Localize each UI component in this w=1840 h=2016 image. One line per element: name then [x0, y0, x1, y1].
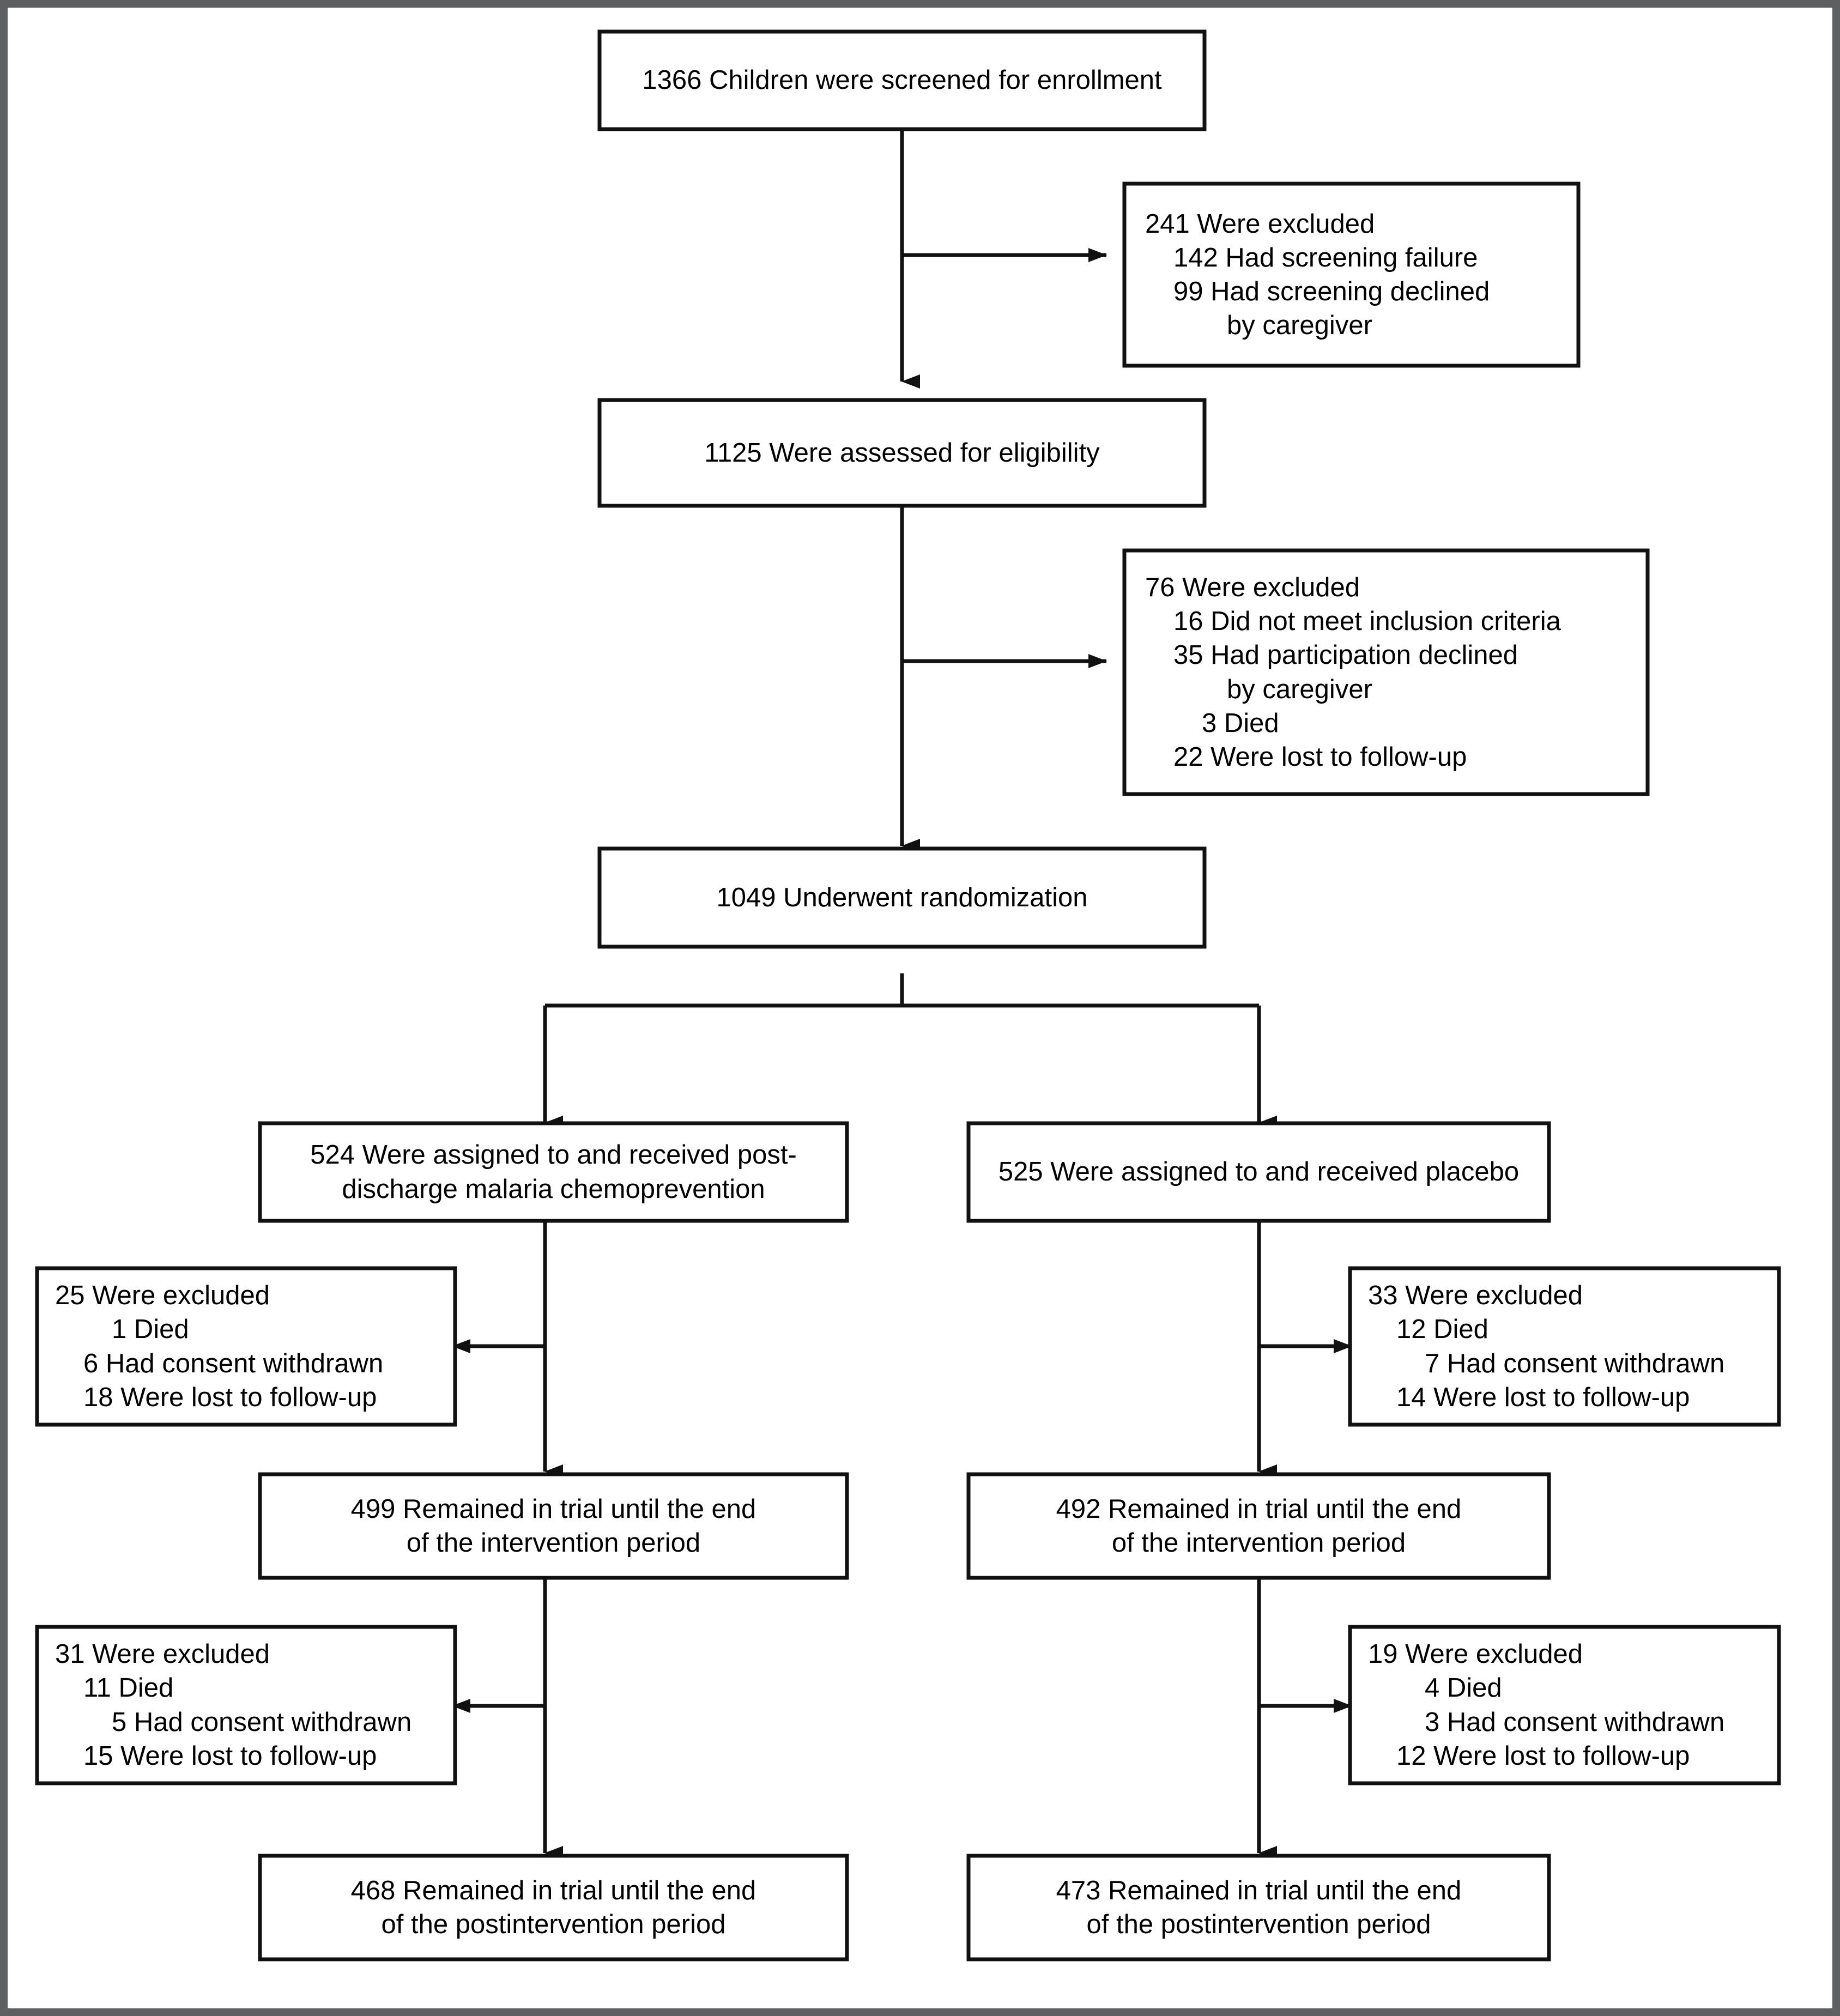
- text-line: 12 Died: [1396, 1315, 1488, 1345]
- text-line: of the postintervention period: [381, 1910, 726, 1939]
- node-randomized-box: [597, 846, 1207, 949]
- node-left-excluded-1-label: 25 Were excluded 1 Died 6 Had consent wi…: [37, 1268, 455, 1425]
- node-screened-label: 1366 Children were screened for enrollme…: [600, 32, 1205, 129]
- node-right-remained-1-label: 492 Remained in trial until the end of t…: [969, 1474, 1549, 1578]
- node-right-assigned-label: 525 Were assigned to and received placeb…: [969, 1123, 1549, 1221]
- text-line: 1049 Underwent randomization: [716, 882, 1088, 912]
- text-line: of the postintervention period: [1086, 1910, 1431, 1939]
- node-right-assigned-box: [966, 1121, 1551, 1223]
- node-assessed-box: [597, 398, 1207, 508]
- text-line: 18 Were lost to follow-up: [83, 1382, 377, 1412]
- node-excluded-eligibility-box: [1122, 548, 1650, 796]
- node-excluded-eligibility-label: 76 Were excluded 16 Did not meet inclusi…: [1124, 550, 1648, 794]
- text-line: 7 Had consent withdrawn: [1425, 1348, 1725, 1378]
- text-line: 1 Died: [112, 1315, 189, 1345]
- node-randomized-label: 1049 Underwent randomization: [600, 849, 1205, 947]
- text-line: 241 Were excluded: [1145, 209, 1375, 239]
- text-line: 5 Had consent withdrawn: [112, 1707, 412, 1737]
- node-left-assigned-label: 524 Were assigned to and received post- …: [260, 1123, 847, 1221]
- text-line: 3 Had consent withdrawn: [1425, 1707, 1725, 1737]
- node-left-remained-2-box: [258, 1854, 849, 1961]
- text-line: 4 Died: [1425, 1673, 1502, 1703]
- text-line: 12 Were lost to follow-up: [1396, 1741, 1690, 1771]
- text-line: 76 Were excluded: [1145, 572, 1360, 602]
- text-line: 19 Were excluded: [1368, 1639, 1583, 1669]
- text-line: 1366 Children were screened for enrollme…: [642, 65, 1162, 95]
- text-line: 15 Were lost to follow-up: [83, 1741, 377, 1771]
- text-line: of the intervention period: [406, 1528, 701, 1558]
- text-line: 492 Remained in trial until the end: [1056, 1494, 1462, 1524]
- text-line: 524 Were assigned to and received post-: [310, 1140, 797, 1170]
- node-excluded-screening-label: 241 Were excluded 142 Had screening fail…: [1124, 184, 1578, 366]
- text-line: of the intervention period: [1111, 1528, 1406, 1558]
- node-assessed-label: 1125 Were assessed for eligibility: [600, 400, 1205, 506]
- text-line: 6 Had consent withdrawn: [83, 1348, 384, 1378]
- text-line: by caregiver: [1227, 311, 1372, 341]
- text-line: discharge malaria chemoprevention: [342, 1174, 765, 1204]
- node-left-remained-1-label: 499 Remained in trial until the end of t…: [260, 1474, 847, 1578]
- text-line: 35 Had participation declined: [1173, 640, 1518, 670]
- text-line: 11 Died: [83, 1673, 174, 1703]
- node-right-remained-2-box: [966, 1854, 1551, 1961]
- node-right-excluded-2-box: [1348, 1625, 1781, 1785]
- text-line: 99 Had screening declined: [1173, 277, 1490, 306]
- node-left-remained-2-label: 468 Remained in trial until the end of t…: [260, 1856, 847, 1959]
- text-line: 468 Remained in trial until the end: [350, 1875, 756, 1905]
- node-left-excluded-2-label: 31 Were excluded 11 Died 5 Had consent w…: [37, 1627, 455, 1783]
- text-line: 473 Remained in trial until the end: [1056, 1875, 1462, 1905]
- text-line: 31 Were excluded: [55, 1639, 270, 1669]
- node-left-remained-1-box: [258, 1472, 849, 1580]
- node-right-remained-2-label: 473 Remained in trial until the end of t…: [969, 1856, 1549, 1959]
- text-line: 142 Had screening failure: [1173, 243, 1478, 273]
- text-line: 3 Died: [1202, 708, 1279, 738]
- text-line: 525 Were assigned to and received placeb…: [998, 1157, 1520, 1187]
- node-left-assigned-box: [258, 1121, 849, 1223]
- node-right-remained-1-box: [966, 1472, 1551, 1580]
- node-right-excluded-1-label: 33 Were excluded 12 Died 7 Had consent w…: [1350, 1268, 1779, 1425]
- node-right-excluded-1-box: [1348, 1266, 1781, 1427]
- node-left-excluded-1-box: [35, 1266, 457, 1427]
- text-line: by caregiver: [1227, 674, 1372, 704]
- text-line: 33 Were excluded: [1368, 1281, 1583, 1311]
- text-line: 14 Were lost to follow-up: [1396, 1382, 1690, 1412]
- node-right-excluded-2-label: 19 Were excluded 4 Died 3 Had consent wi…: [1350, 1627, 1779, 1783]
- node-left-excluded-2-box: [35, 1625, 457, 1785]
- text-line: 16 Did not meet inclusion criteria: [1173, 607, 1561, 637]
- text-line: 22 Were lost to follow-up: [1173, 742, 1467, 772]
- text-line: 25 Were excluded: [55, 1281, 270, 1311]
- text-line: 1125 Were assessed for eligibility: [704, 438, 1100, 468]
- text-line: 499 Remained in trial until the end: [350, 1494, 756, 1524]
- node-excluded-screening-box: [1122, 181, 1581, 368]
- node-screened-box: [597, 29, 1207, 131]
